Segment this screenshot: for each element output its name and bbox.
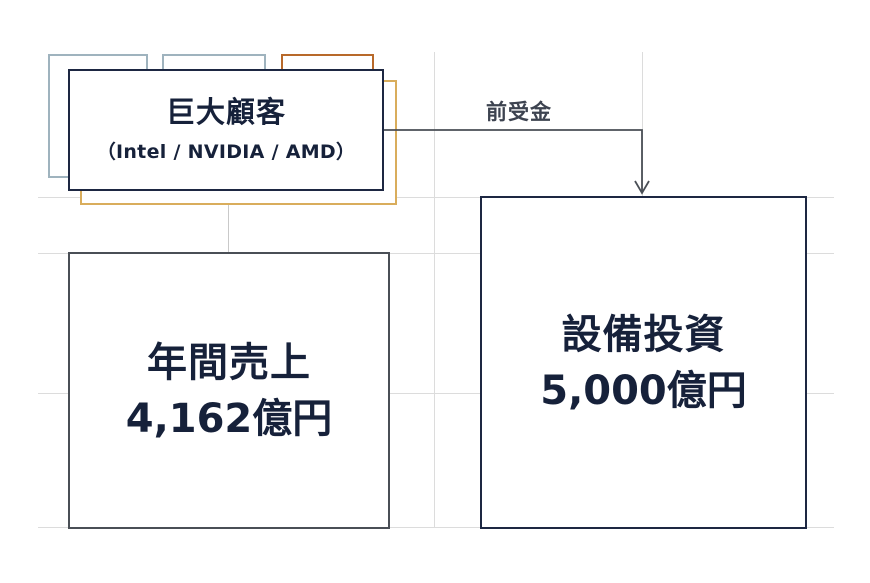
capex-value: 5,000億円 <box>540 367 747 414</box>
customer-card-shadow <box>162 54 266 70</box>
customer-subtitle: （Intel / NVIDIA / AMD） <box>96 141 356 164</box>
grid-line <box>434 52 435 528</box>
grid-line <box>38 253 834 254</box>
customer-card: 巨大顧客 （Intel / NVIDIA / AMD） <box>68 69 384 191</box>
grid-line <box>38 197 834 198</box>
grid-line <box>38 393 834 394</box>
annual-sales-value: 4,162億円 <box>125 395 333 442</box>
grid-line <box>38 527 834 528</box>
customer-title: 巨大顧客 <box>165 94 286 129</box>
capex-title: 設備投資 <box>561 311 726 358</box>
grid-line <box>228 191 229 253</box>
customer-card-shadow <box>281 54 374 70</box>
annual-sales-title: 年間売上 <box>147 339 311 386</box>
flow-label: 前受金 <box>486 100 552 124</box>
capex-card: 設備投資 5,000億円 <box>480 196 807 529</box>
annual-sales-card: 年間売上 4,162億円 <box>68 252 390 529</box>
